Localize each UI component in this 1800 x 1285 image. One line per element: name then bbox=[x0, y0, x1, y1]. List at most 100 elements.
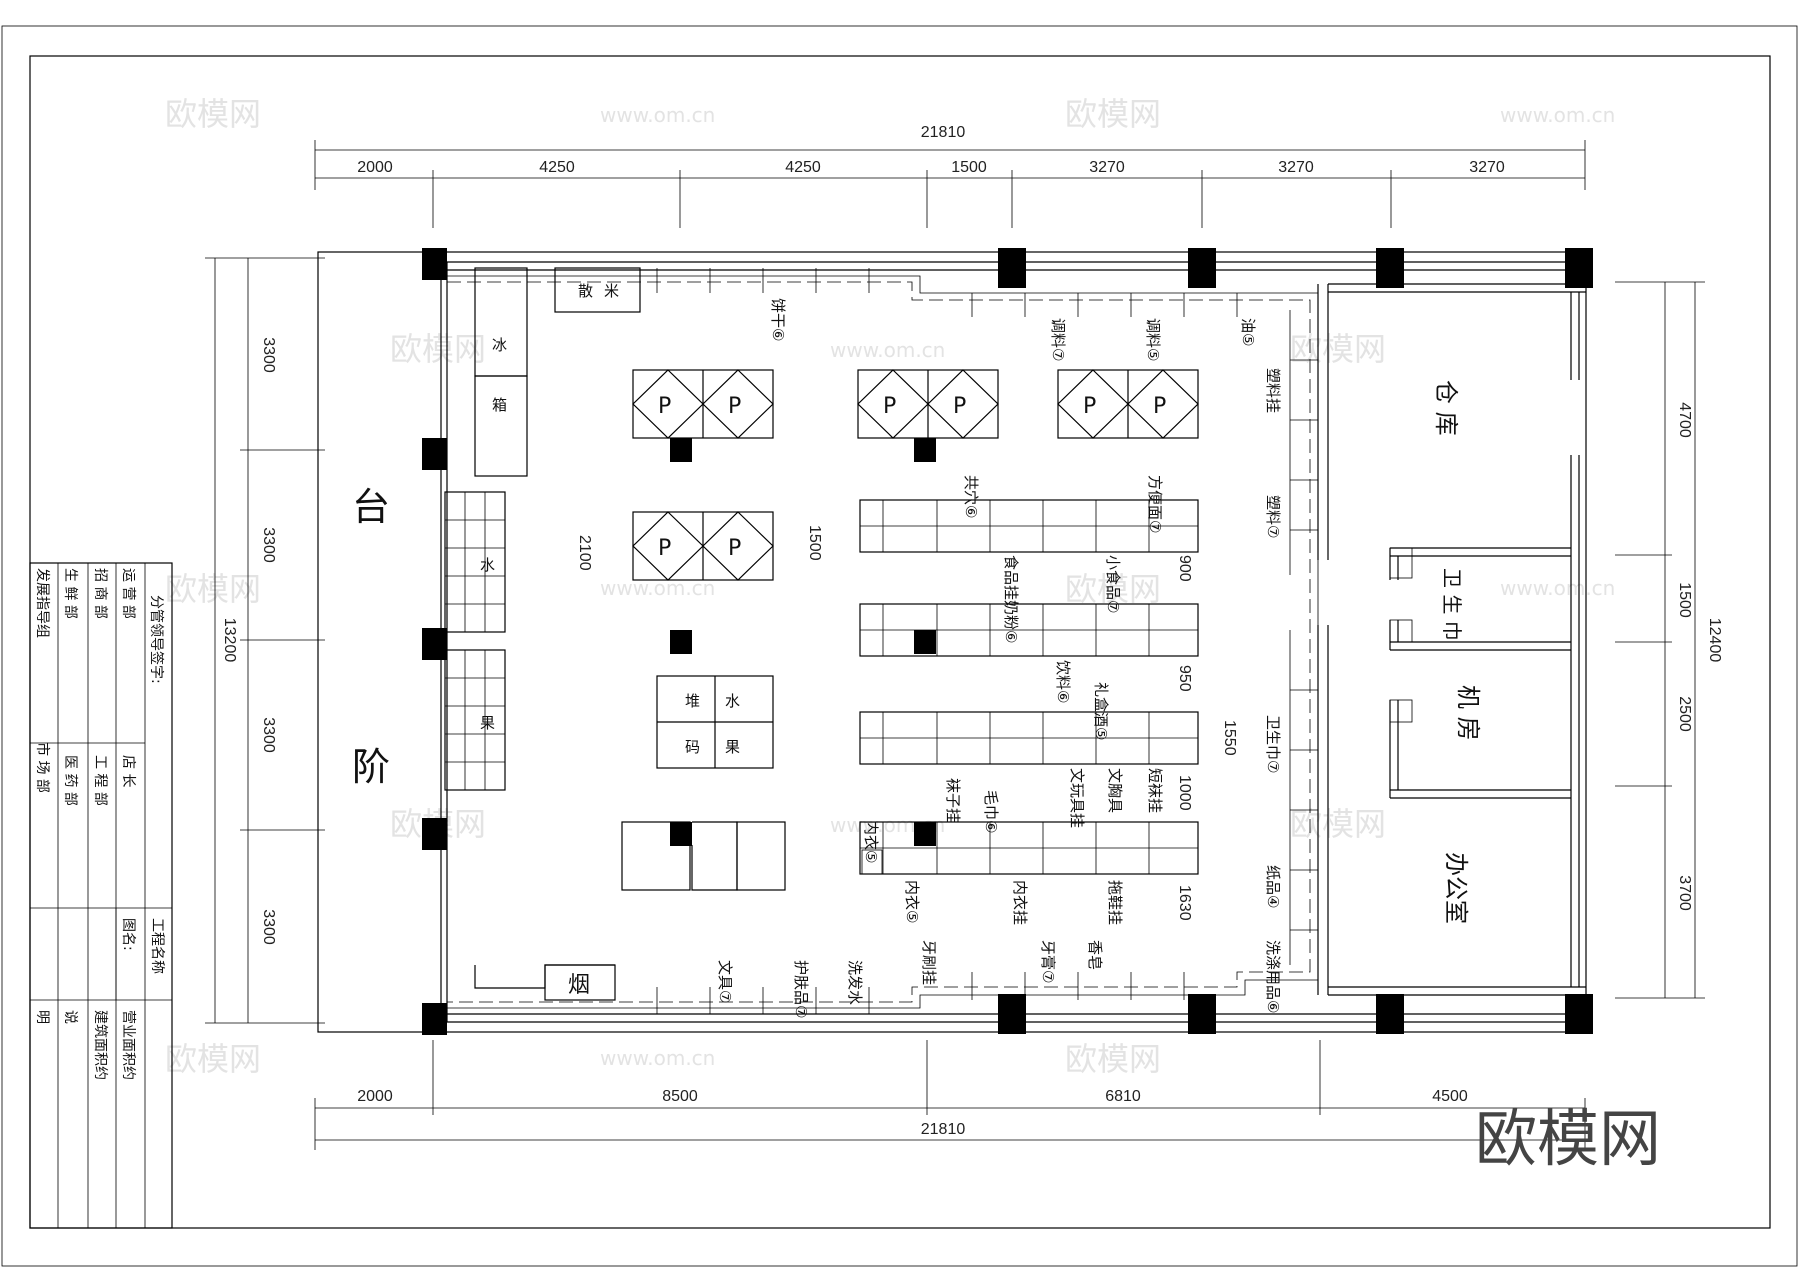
gondola bbox=[859, 603, 1199, 657]
fruit-label: 果 bbox=[480, 714, 495, 732]
shelf-label: 洗发水 bbox=[846, 960, 864, 1005]
shelf-labels: 饼干⑥ 调料⑦ 调料⑤ 油⑤ 塑料挂 塑料⑦ 方便面⑦ 共穴⑥ 小食品⑦ 食品挂… bbox=[716, 298, 1282, 1018]
pallet-label: P bbox=[728, 394, 741, 419]
shelf-label: 洗涤用品⑥ bbox=[1264, 940, 1282, 1013]
title-block: 分管领导签字: 运 营 部 店 长 招 商 部 工 程 部 生 鲜 部 医 药 … bbox=[29, 562, 173, 1229]
dim-top-seg: 2000 bbox=[357, 159, 393, 176]
pallet-group: P P bbox=[857, 369, 999, 439]
watermark-url: www.om.cn bbox=[600, 103, 715, 127]
pallet-group: P P bbox=[632, 511, 774, 581]
title-block-cell: 运 营 部 bbox=[120, 568, 136, 619]
shelf-label: 内衣⑤ bbox=[903, 880, 921, 923]
shelf-label: 食品挂奶粉⑥ bbox=[1002, 555, 1020, 643]
rice-label: 散 bbox=[578, 282, 593, 300]
left-dimensions: 3300 3300 3300 3300 13200 bbox=[205, 257, 325, 1024]
dim-bottom-seg: 2000 bbox=[357, 1088, 393, 1105]
shelf-label: 牙刷挂 bbox=[920, 940, 938, 985]
freezer: 冰 箱 bbox=[474, 267, 528, 477]
tobacco-counter: 烟 bbox=[474, 964, 616, 1001]
top-dimensions: 21810 2000 4250 4250 1500 3270 3270 3270 bbox=[314, 124, 1586, 228]
right-wall-shelf bbox=[1289, 310, 1318, 965]
bottom-dimensions: 2000 8500 6810 4500 21810 bbox=[314, 1040, 1586, 1150]
fruit-pile-label: 水 bbox=[725, 692, 740, 710]
fruit-pile-label: 堆 bbox=[685, 692, 700, 710]
notes-label: 说 bbox=[62, 1010, 78, 1024]
watermark-layer: 欧模网 www.om.cn 欧模网 www.om.cn 欧模网 www.om.c… bbox=[165, 95, 1615, 1078]
shelf-label: 方便面⑦ bbox=[1146, 475, 1164, 533]
dim-right-seg: 4700 bbox=[1676, 402, 1693, 438]
tobacco-label: 烟 bbox=[568, 973, 590, 998]
dim-top-seg: 3270 bbox=[1278, 159, 1314, 176]
gondola bbox=[859, 821, 1199, 875]
bottom-wall-shelf bbox=[656, 972, 1185, 1014]
gondola-shelves bbox=[859, 499, 1199, 875]
pallet-label: P bbox=[1153, 394, 1166, 419]
structural-columns bbox=[422, 248, 1593, 1035]
dim-bottom-seg: 6810 bbox=[1105, 1088, 1141, 1105]
freezer-label: 箱 bbox=[492, 396, 507, 414]
shelf-label: 袜子挂 bbox=[944, 778, 962, 823]
dim-right-total: 12400 bbox=[1706, 618, 1723, 663]
shelf-label: 文胸具 bbox=[1106, 768, 1124, 813]
watermark-brand: 欧模网 bbox=[165, 570, 261, 608]
office-label: 办公室 bbox=[1442, 852, 1470, 924]
shelf-label: 拖鞋挂 bbox=[1106, 880, 1124, 925]
watermark-url: www.om.cn bbox=[600, 1046, 715, 1070]
drawing-name-label: 图名: bbox=[120, 918, 136, 951]
title-block-cell: 生 鲜 部 bbox=[62, 568, 78, 619]
watermark-brand: 欧模网 bbox=[1065, 1040, 1161, 1078]
dim-right-seg: 1500 bbox=[1676, 582, 1693, 618]
title-block-heading: 分管领导签字: bbox=[148, 595, 165, 684]
title-block-cell: 医 药 部 bbox=[62, 755, 78, 806]
shelf-label: 短袜挂 bbox=[1146, 768, 1164, 813]
shelf-label: 内衣挂 bbox=[1011, 880, 1029, 925]
fruit-pile-label: 码 bbox=[685, 738, 700, 756]
stage-label: 台 bbox=[352, 485, 390, 529]
shelf-label: 内衣⑤ bbox=[862, 820, 880, 863]
pallet-label: P bbox=[658, 536, 671, 561]
room-labels: 仓 库 卫 生 巾 机 房 办公室 bbox=[1432, 380, 1482, 924]
watermark-brand: 欧模网 bbox=[1065, 570, 1161, 608]
top-wall-shelf bbox=[656, 268, 1238, 317]
dim-bottom-seg: 4500 bbox=[1432, 1088, 1468, 1105]
pallet-displays: P P P P P P P P bbox=[632, 369, 1199, 581]
dim-top-seg: 3270 bbox=[1469, 159, 1505, 176]
shelf-label: 塑料⑦ bbox=[1264, 495, 1282, 538]
right-dimensions: 4700 1500 2500 3700 12400 bbox=[1615, 281, 1723, 999]
water-label: 水 bbox=[480, 556, 495, 574]
shelf-label: 毛巾⑥ bbox=[982, 790, 1000, 833]
dim-inner: 1000 bbox=[1176, 775, 1193, 811]
dim-inner: 900 bbox=[1176, 555, 1193, 582]
watermark-brand: 欧模网 bbox=[1290, 805, 1386, 843]
watermark-brand: 欧模网 bbox=[1290, 330, 1386, 368]
dim-inner: 1630 bbox=[1176, 885, 1193, 921]
dim-top-total: 21810 bbox=[921, 124, 966, 141]
pallet-label: P bbox=[883, 394, 896, 419]
title-block-cell: 市 场 部 bbox=[34, 742, 51, 793]
dim-top-seg: 1500 bbox=[951, 159, 987, 176]
gondola bbox=[859, 711, 1199, 765]
shelf-label: 油⑤ bbox=[1239, 318, 1257, 346]
inner-dimensions: 2100 1500 900 950 1550 1000 1630 bbox=[576, 525, 1238, 921]
dim-left-seg: 3300 bbox=[260, 909, 277, 945]
watermark-url: www.om.cn bbox=[1500, 103, 1615, 127]
watermark-brand: 欧模网 bbox=[390, 330, 486, 368]
dim-bottom-total: 21810 bbox=[921, 1121, 966, 1138]
pallet-label: P bbox=[728, 536, 741, 561]
sheet-border bbox=[1, 25, 1798, 1267]
shelf-label: 小食品⑦ bbox=[1104, 555, 1122, 613]
shelf-label: 调料⑤ bbox=[1144, 318, 1162, 361]
building-walls bbox=[317, 251, 1587, 1033]
pallet-label: P bbox=[658, 394, 671, 419]
dim-top-seg: 4250 bbox=[785, 159, 821, 176]
title-block-cell: 发展指导组 bbox=[34, 568, 50, 638]
fruit-shelf: 果 bbox=[444, 649, 506, 791]
watermark-brand: 欧模网 bbox=[1065, 95, 1161, 133]
pallet-label: P bbox=[953, 394, 966, 419]
freezer-label: 冰 bbox=[492, 336, 507, 354]
shelf-label: 香皂 bbox=[1086, 940, 1104, 970]
dim-inner: 950 bbox=[1176, 665, 1193, 692]
restroom-label: 卫 生 巾 bbox=[1440, 568, 1464, 641]
display-stands bbox=[621, 821, 786, 891]
loose-rice-bin: 散 米 bbox=[554, 267, 641, 313]
